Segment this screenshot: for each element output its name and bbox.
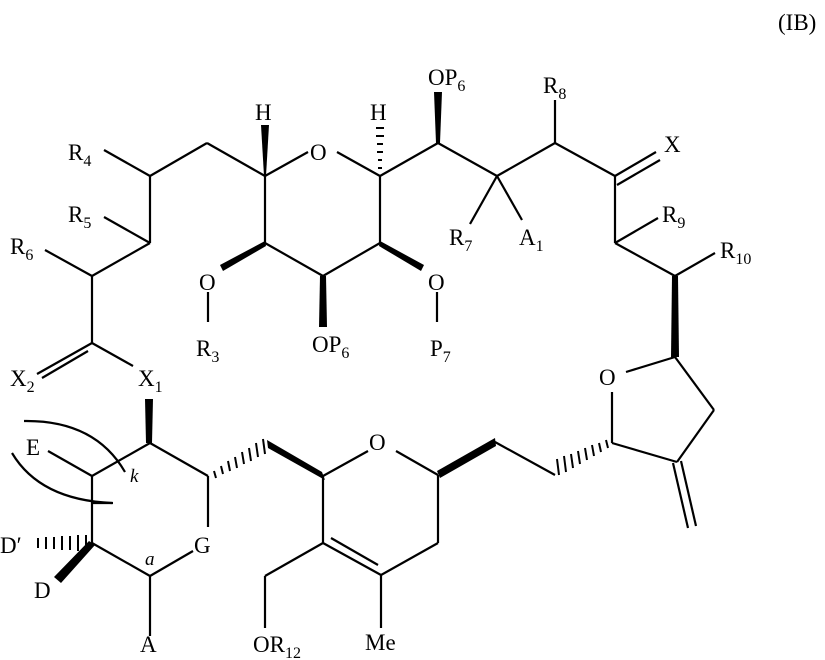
bracket-arc [11, 452, 113, 505]
label-R7: R7 [449, 225, 472, 255]
wedge-bond [671, 276, 679, 357]
label-R8: R8 [543, 73, 566, 103]
label-R9: R9 [662, 202, 685, 232]
dihydropyran-ring [263, 438, 496, 628]
label-O-R3: O [199, 270, 216, 295]
hash-bond [556, 439, 609, 476]
wedge-bond [220, 241, 266, 271]
left-ring [11, 399, 266, 636]
label-Me: Me [365, 630, 396, 655]
right-side-chain [434, 92, 716, 357]
wedge-bond [379, 241, 424, 271]
label-a: a [145, 549, 155, 570]
wedge-bond [437, 438, 496, 478]
label-A: A [140, 632, 157, 657]
label-H-right: H [370, 100, 387, 125]
label-X: X [664, 132, 681, 157]
label-A1: A1 [519, 225, 544, 255]
label-R6: R6 [10, 234, 33, 264]
wedge-bond [267, 440, 325, 480]
label-OR12: OR12 [253, 632, 301, 660]
tetrahydropyran-ring [206, 125, 439, 327]
left-side-chain [36, 142, 266, 379]
label-X1: X1 [138, 366, 163, 396]
wedge-bond [434, 92, 442, 143]
bracket-arc [23, 419, 126, 473]
hash-bond [37, 535, 87, 551]
label-O-ring: O [310, 140, 327, 165]
compound-label: (IB) [778, 10, 816, 35]
label-H-left: H [255, 100, 272, 125]
hash-bond [376, 127, 384, 169]
label-R10: R10 [720, 238, 751, 268]
wedge-bond [319, 276, 327, 327]
label-O-P7: O [428, 270, 445, 295]
label-R4: R4 [68, 140, 91, 170]
label-OP6-bottom: OP6 [312, 332, 349, 362]
label-OP6-top: OP6 [428, 65, 465, 95]
label-G: G [194, 533, 211, 558]
wedge-bond [54, 541, 95, 583]
wedge-bond [145, 399, 153, 443]
label-E: E [26, 435, 40, 460]
label-P7: P7 [430, 336, 451, 366]
label-O-thf: O [599, 365, 616, 390]
tetrahydrofuran-ring [494, 355, 715, 529]
label-O-dihydropyran: O [369, 430, 386, 455]
label-D: D [34, 578, 51, 603]
label-R3: R3 [196, 336, 219, 366]
label-D-prime: D′ [0, 533, 22, 558]
hash-bond [213, 438, 266, 479]
wedge-bond [261, 125, 269, 176]
label-X2: X2 [10, 366, 35, 396]
label-k: k [130, 466, 139, 487]
label-R5: R5 [68, 202, 91, 232]
